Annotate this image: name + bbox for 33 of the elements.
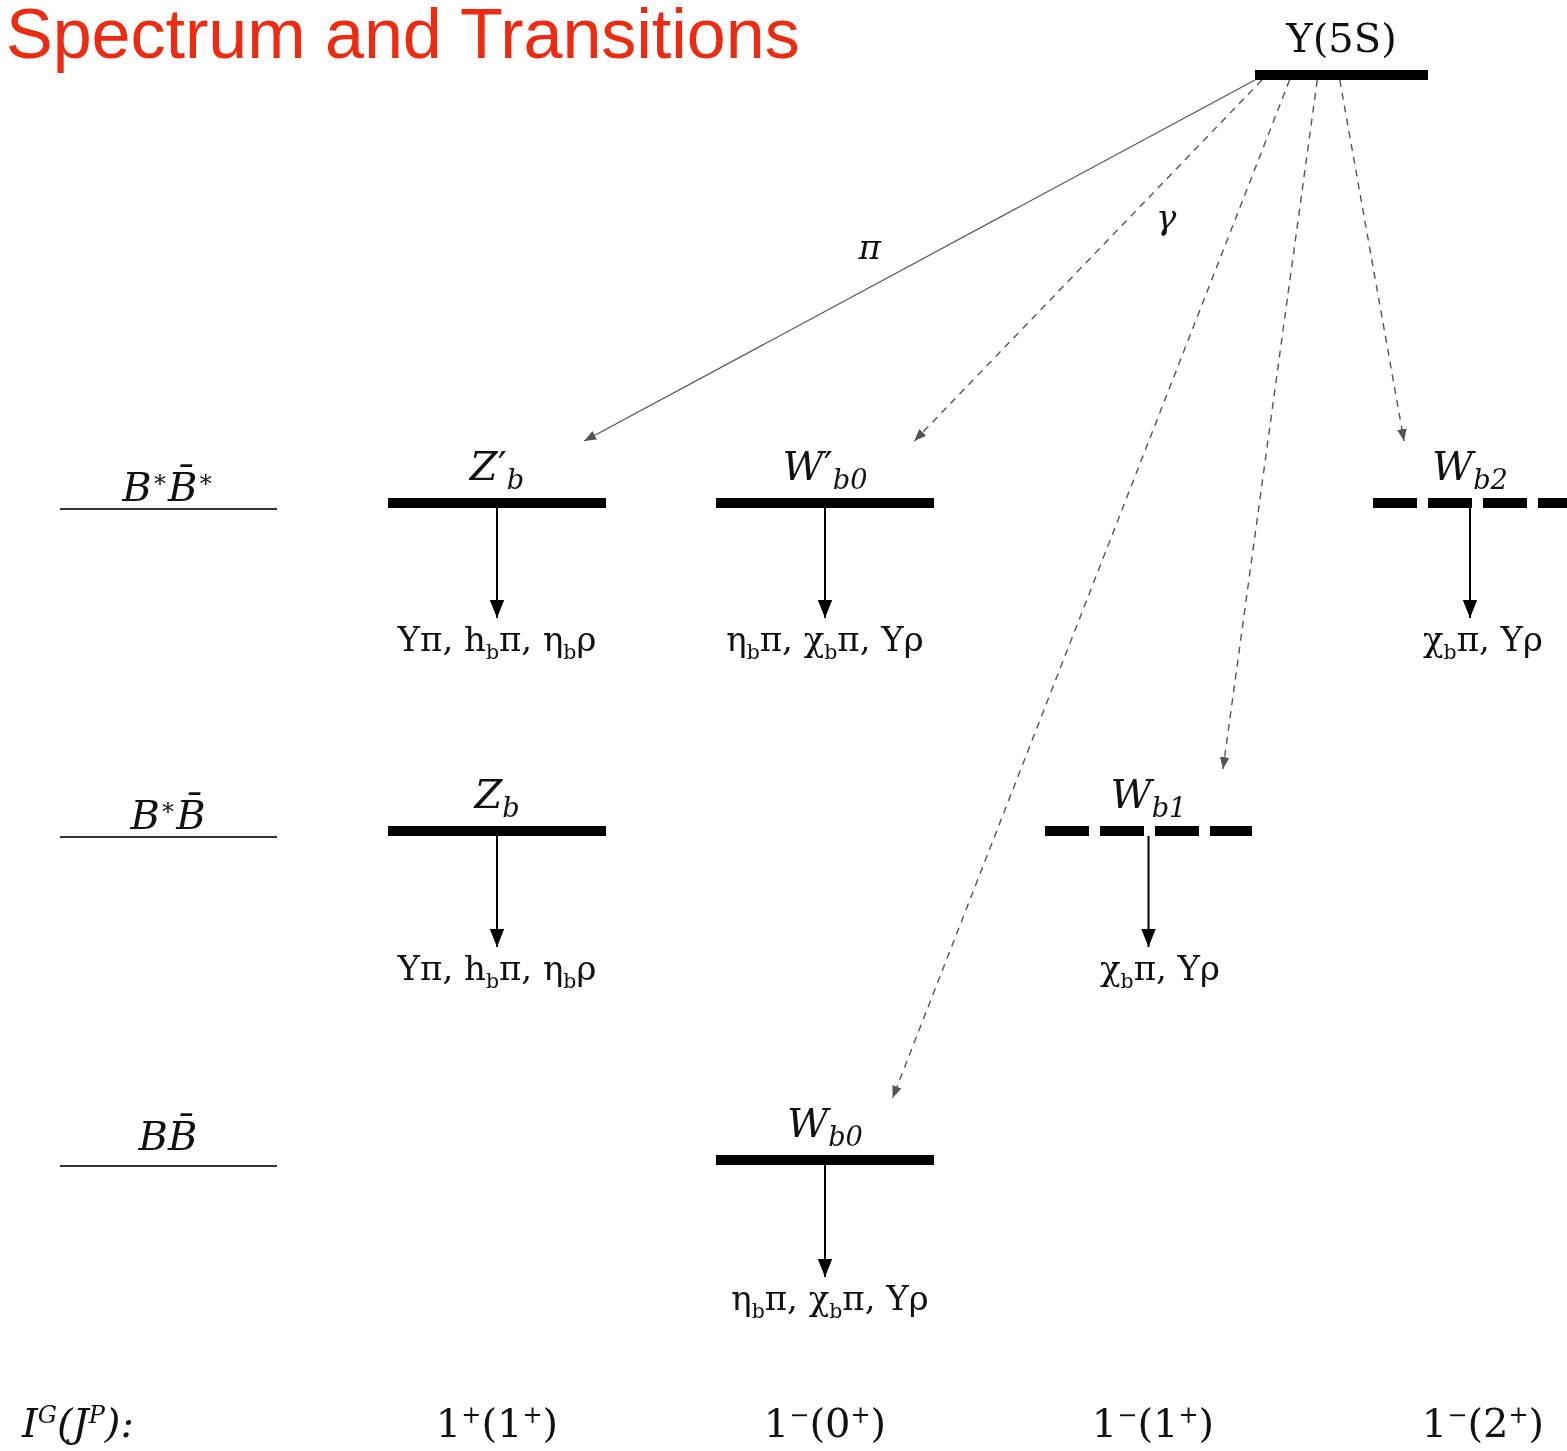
quantum-number-heading: I$^{G}$(J$^{P}$): (22, 1399, 134, 1447)
arrow (817, 1164, 833, 1278)
quantum-number: 1$^{−}$(0$^{+}$) (763, 1399, 887, 1447)
arrow (583, 79, 1256, 442)
decay-products: Υπ, h$_{b}$π, η$_{b}$ρ (397, 618, 597, 673)
dashed-arrow (913, 79, 1263, 442)
threshold-label: B$^{∗}$B̄$^{∗}$ (122, 463, 214, 511)
state-label: W$_{b1}$ (1110, 771, 1187, 825)
quantum-number: 1$^{+}$(1$^{+}$) (435, 1399, 559, 1447)
arrow (489, 507, 505, 619)
arrow (1462, 507, 1478, 619)
decay-products: η$_{b}$π, χ$_{b}$π, Υρ (731, 1277, 929, 1332)
quantum-number: 1$^{−}$(1$^{+}$) (1091, 1399, 1215, 1447)
state-label: W$_{b2}$ (1432, 443, 1508, 497)
state-label: W$_{b0}$ (787, 1100, 863, 1154)
quantum-number: 1$^{−}$(2$^{+}$) (1421, 1399, 1545, 1447)
threshold-label: BB̄ (138, 1113, 198, 1159)
decay-products: η$_{b}$π, χ$_{b}$π, Υρ (726, 618, 924, 673)
arrow (1141, 835, 1156, 948)
state-label: W′$_{b0}$ (782, 443, 868, 497)
dashed-arrow (1219, 79, 1318, 770)
dashed-arrow (891, 79, 1291, 1099)
arrow (817, 507, 833, 619)
state-label: Z′$_{b}$ (469, 443, 525, 497)
dashed-arrow (1339, 79, 1407, 442)
decay-products: χ$_{b}$π, Υρ (1099, 947, 1221, 1002)
state-label: Z$_{b}$ (474, 771, 520, 825)
threshold-label: B$^{∗}$B̄ (130, 791, 206, 839)
state-label: Υ(5S) (1286, 15, 1397, 61)
decay-products: χ$_{b}$π, Υρ (1422, 618, 1544, 673)
decay-products: Υπ, h$_{b}$π, η$_{b}$ρ (397, 947, 597, 1002)
arrow (489, 835, 505, 948)
slide-title: Spectrum and Transitions (6, 0, 800, 74)
